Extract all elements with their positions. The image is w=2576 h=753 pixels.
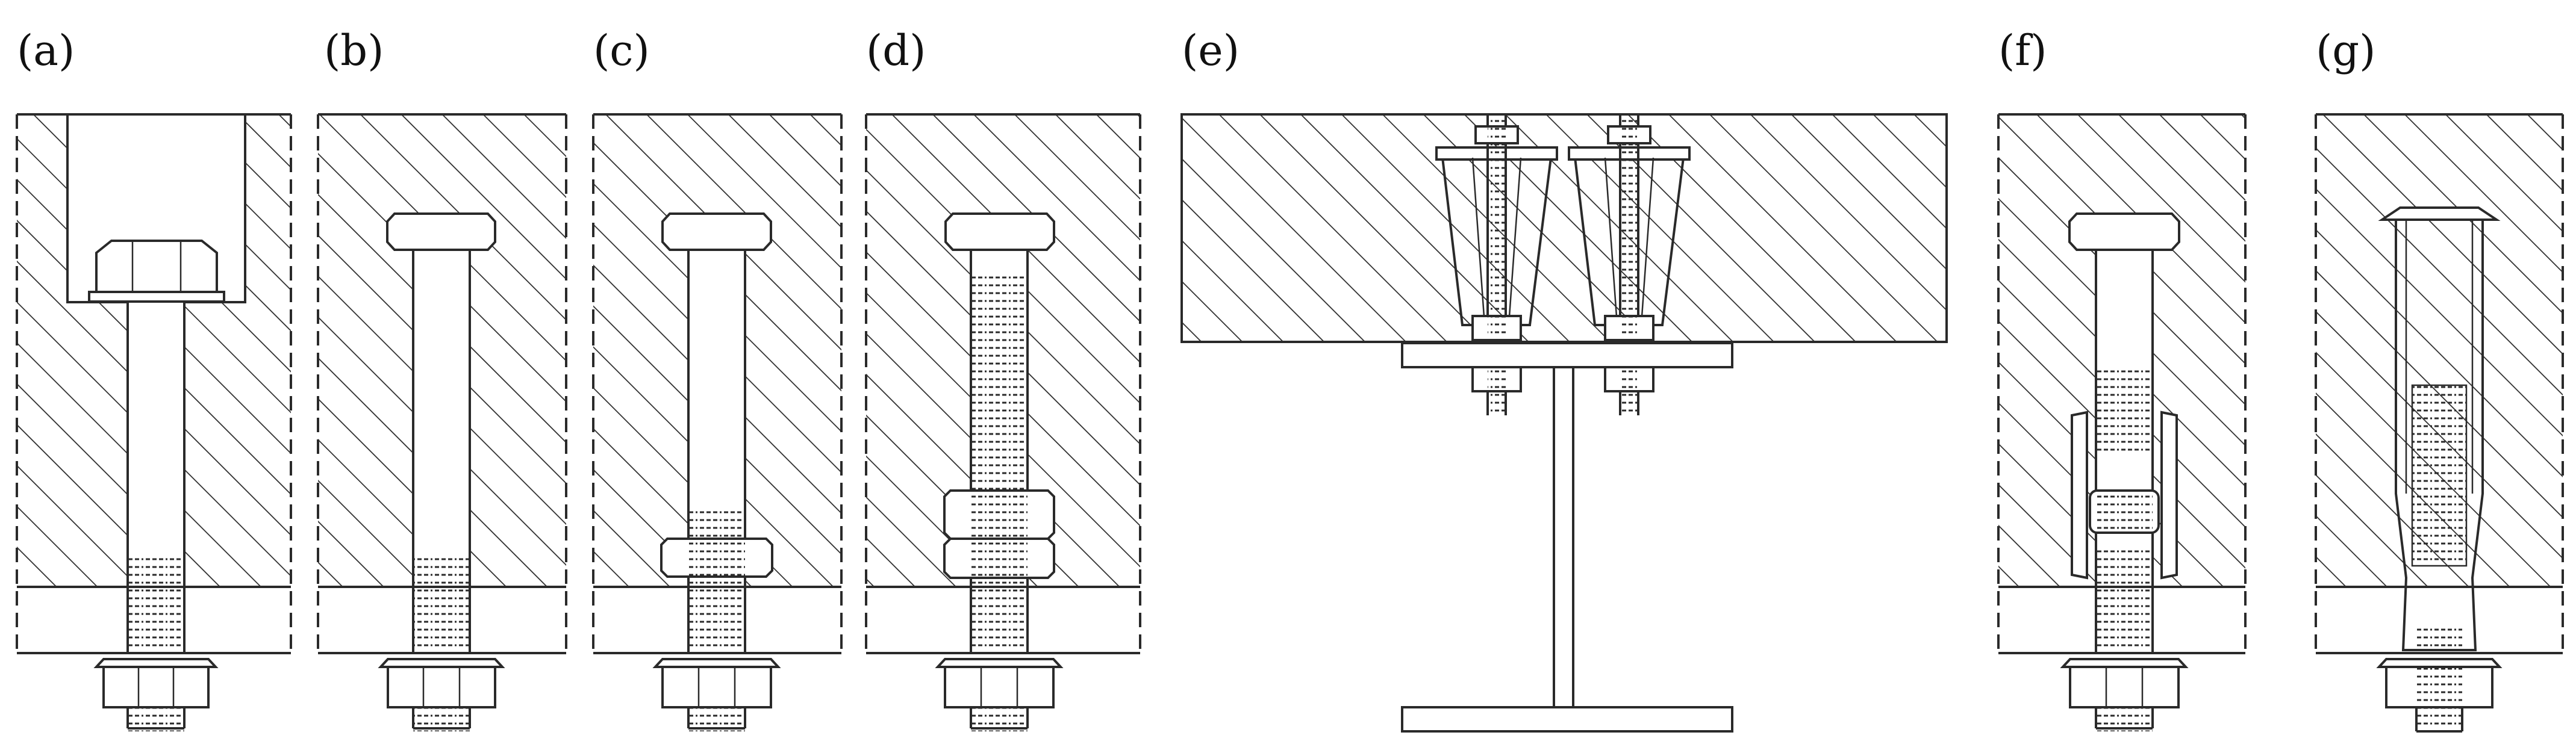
panel-label-b: (b): [324, 26, 384, 75]
coupler-sleeve: [2071, 411, 2088, 580]
hex-nut: [944, 666, 1055, 708]
concrete-slab: [1182, 114, 1947, 342]
panel-e-drawing: [1180, 113, 1948, 733]
panel-c-drawing: [592, 113, 843, 731]
hex-nut: [387, 666, 496, 708]
bolt-shank: [128, 301, 184, 587]
panel-label-a: (a): [17, 26, 75, 75]
washer: [88, 291, 225, 303]
hex-nut: [661, 666, 772, 708]
bolt-head: [661, 212, 772, 251]
bolt-head: [386, 212, 496, 251]
panel-label-f: (f): [1998, 26, 2047, 75]
panel-g-drawing: [2315, 113, 2564, 733]
bolt-head: [944, 212, 1055, 251]
panel-label-d: (d): [866, 26, 926, 75]
bolt-shank: [413, 250, 470, 587]
beam-bottom-flange: [1401, 706, 1733, 733]
coupler-sleeve: [2160, 411, 2178, 580]
panel-label-g: (g): [2316, 26, 2375, 75]
sleeve-collar: [2378, 206, 2501, 221]
hex-nut: [102, 666, 210, 708]
panel-f-drawing: [1997, 113, 2247, 731]
panel-d-drawing: [865, 113, 1141, 731]
beam-web: [1553, 366, 1574, 708]
panel-b-drawing: [317, 113, 567, 731]
hex-nut: [95, 240, 218, 293]
panel-a-drawing: [16, 113, 292, 731]
bolt-head: [2068, 212, 2180, 251]
panel-label-c: (c): [593, 26, 650, 75]
hex-nut: [2069, 666, 2180, 708]
beam-top-flange: [1401, 342, 1733, 368]
thread: [2412, 385, 2466, 566]
panel-label-e: (e): [1182, 26, 1240, 75]
expansion-sleeve: [2395, 218, 2484, 651]
thread: [2096, 370, 2153, 451]
